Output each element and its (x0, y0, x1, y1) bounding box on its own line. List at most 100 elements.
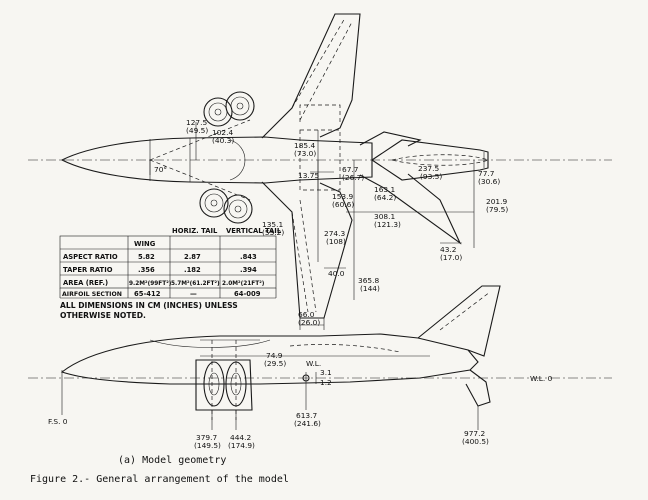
dim-70-deg: 70° (154, 165, 167, 174)
side-fan-outboard-hub (230, 372, 242, 396)
dim-308-1: 308.1 (374, 212, 395, 221)
upper-fan-outboard-hub (230, 96, 250, 116)
wing-hidden-line (299, 21, 353, 121)
dim-444-2: 444.2 (230, 433, 251, 442)
dim-13-75: 13.75 (298, 171, 319, 180)
upper-htail (359, 131, 422, 147)
table-row-label: AREA (REF.) (63, 279, 108, 287)
tail-nozzle (465, 369, 491, 407)
dim-144: (144) (360, 284, 380, 293)
upper-fan-inboard-hub (208, 102, 228, 122)
table-cell: .843 (240, 253, 257, 261)
side-view: W.L. 74.9 (29.5) 3.1 1.2 W.L. 0 F.S. 0 3… (28, 285, 612, 450)
lower-fan-outboard-center (234, 205, 242, 213)
table-cell: .394 (240, 266, 257, 274)
table-cell: 9.2M²(99FT²) (129, 280, 172, 287)
fs0-label: F.S. 0 (48, 417, 68, 426)
side-fan-inboard (203, 361, 225, 407)
horizontal-tail-center (371, 139, 489, 181)
dim-163-1: 163.1 (374, 185, 395, 194)
dim-43-2: 43.2 (440, 245, 456, 254)
table-cell: 64-009 (234, 290, 261, 298)
airfoil-row: AIRFOIL SECTION 65-412 — 64-009 (59, 288, 277, 299)
dim-274-3: 274.3 (324, 229, 345, 238)
dimension-note-line2: OTHERWISE NOTED. (60, 311, 146, 320)
dim-237-5: 237.5 (418, 164, 439, 173)
dim-74-9: 74.9 (266, 351, 283, 360)
dimension-note-line1: ALL DIMENSIONS IN CM (INCHES) UNLESS (60, 301, 238, 310)
plan-view: 127.5 (49.5) 102.4 (40.3) 185.4 (73.0) 1… (28, 13, 612, 330)
dim-53-2: (53.2) (262, 228, 284, 237)
lower-nacelle-group (199, 188, 253, 224)
dim-201-9: 201.9 (486, 197, 507, 206)
dim-64-2: (64.2) (374, 193, 396, 202)
subfigure-caption: (a) Model geometry (118, 455, 226, 466)
upper-fan-outboard (225, 91, 255, 121)
canopy-outline (229, 139, 246, 181)
dim-49-5: (49.5) (186, 126, 208, 135)
table-col-wing: WING (134, 240, 156, 248)
lower-fan-inboard-hub (204, 193, 224, 213)
vertical-tail-hidden (391, 154, 489, 166)
side-fan-inboard-hub (208, 372, 220, 396)
wing-root-box (299, 129, 341, 191)
table-cell: — (190, 290, 197, 298)
dim-185-4: 185.4 (294, 141, 315, 150)
geometry-table: WING HORIZ. TAIL VERTICAL TAIL ASPECT RA… (59, 227, 282, 289)
dim-102-4: 102.4 (212, 128, 233, 137)
upper-fan-inboard (203, 97, 233, 127)
dim-29-5-side: (29.5) (264, 359, 286, 368)
dim-1-2: 1.2 (320, 378, 332, 387)
lower-fan-inboard (199, 188, 229, 218)
table-cell: .182 (184, 266, 201, 274)
table-cell: 2.0M²(21FT²) (222, 280, 265, 287)
table-row-label: ASPECT RATIO (63, 253, 118, 261)
dim-67-7: 67.7 (342, 165, 359, 174)
dim-3-1: 3.1 (320, 368, 332, 377)
table-col-htail: HORIZ. TAIL (172, 227, 218, 235)
dim-26-7: (26.7) (342, 173, 364, 182)
wl-label: W.L. (306, 359, 321, 368)
dim-30-6: (30.6) (478, 177, 500, 186)
upper-nacelle-group (203, 91, 255, 127)
side-nacelle-group (195, 339, 260, 420)
dim-977-2: 977.2 (464, 429, 485, 438)
dim-77-7: 77.7 (478, 169, 495, 178)
table-row-label: TAPER RATIO (63, 266, 113, 274)
leader-line (149, 119, 251, 161)
dim-153-9: 153.9 (332, 192, 353, 201)
vtail-hidden (439, 291, 491, 331)
dim-135-1: 135.1 (262, 220, 283, 229)
dim-17-0: (17.0) (440, 253, 462, 262)
vertical-tail-outline (417, 285, 501, 357)
dim-73-0: (73.0) (294, 149, 316, 158)
wing-hidden-line (291, 211, 309, 313)
dim-40-0: 40.0 (328, 269, 345, 278)
dim-241-6: (241.6) (294, 419, 321, 428)
dim-613-7: 613.7 (296, 411, 317, 420)
table-row-label: AIRFOIL SECTION (62, 291, 122, 298)
dim-121-3: (121.3) (374, 220, 401, 229)
dim-66-0: 66.0 (298, 310, 315, 319)
dim-79-5: (79.5) (486, 205, 508, 214)
dim-379-7: 379.7 (196, 433, 217, 442)
wing-hidden-line (291, 17, 346, 109)
upper-fan-outboard-center (236, 102, 244, 110)
lower-fan-outboard-hub (228, 199, 248, 219)
dim-174-9: (174.9) (228, 441, 255, 450)
upper-fan-inboard-center (214, 108, 222, 116)
table-cell: 2.87 (184, 253, 201, 261)
dim-149-5: (149.5) (194, 441, 221, 450)
table-cell: .356 (138, 266, 155, 274)
table-cell: 5.82 (138, 253, 155, 261)
lower-fan-inboard-center (210, 199, 218, 207)
wing-root-hidden (299, 104, 341, 122)
dim-93-5: (93.5) (420, 172, 442, 181)
wing-hidden-line (299, 199, 317, 313)
wing-side-hidden (289, 344, 401, 353)
dim-60-6: (60.6) (332, 200, 354, 209)
dim-400-5: (400.5) (462, 437, 489, 446)
canopy-side (149, 339, 271, 348)
